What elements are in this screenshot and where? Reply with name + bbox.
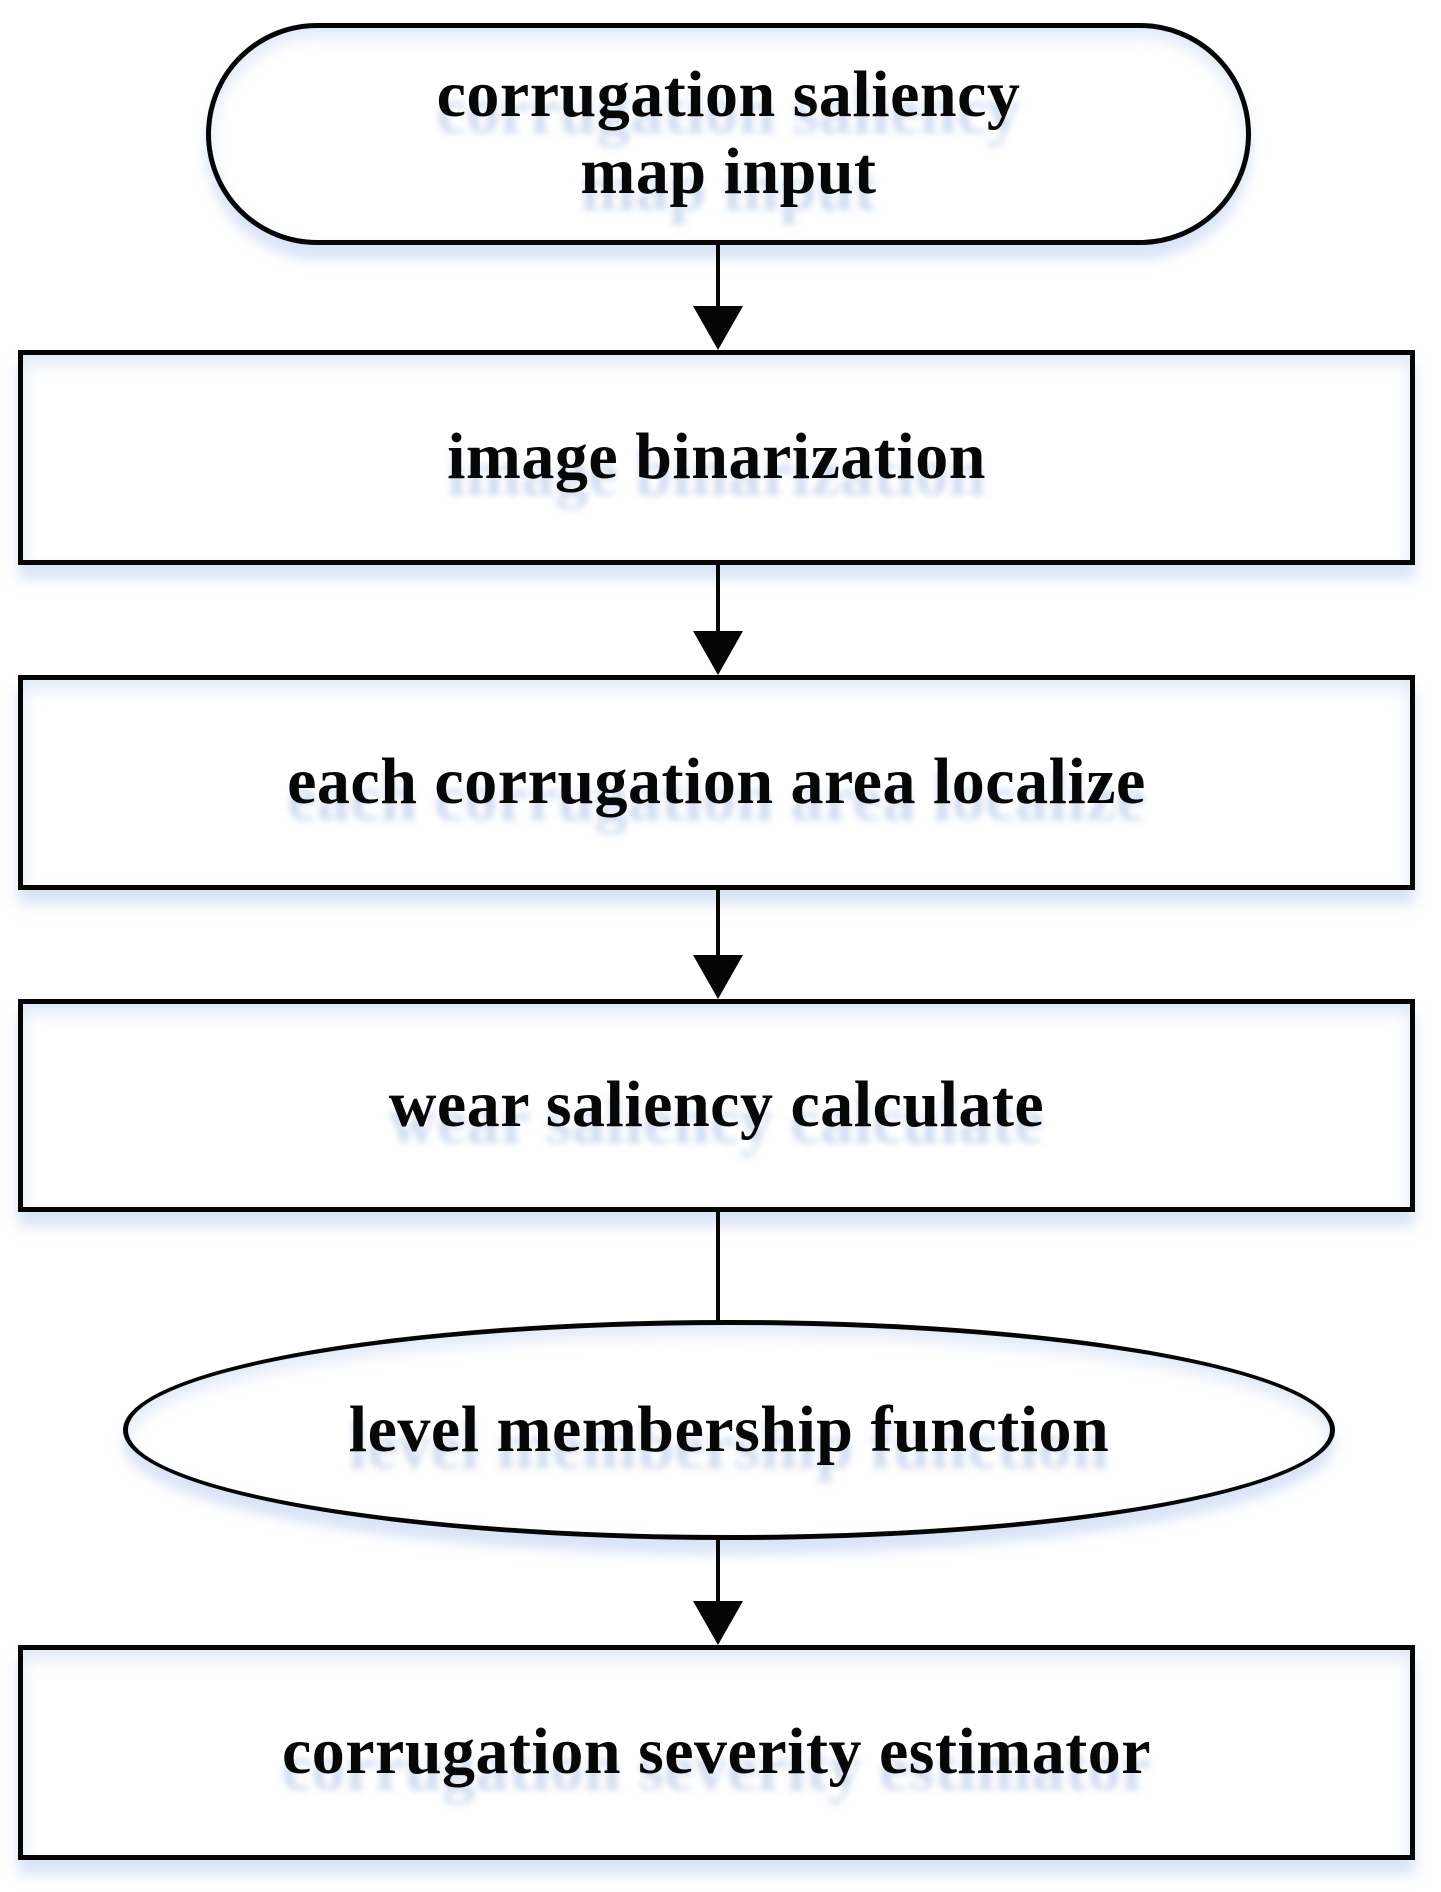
node-corrugation-saliency-map-input: corrugation saliency map input bbox=[206, 23, 1251, 245]
node-label: corrugation severity estimator bbox=[281, 1715, 1152, 1789]
node-label: level membership function bbox=[348, 1392, 1110, 1466]
connector-binarization-to-localize bbox=[692, 565, 744, 675]
node-label: image binarization bbox=[447, 420, 986, 494]
arrow-down-icon bbox=[693, 306, 743, 350]
connector-membership-to-estimator bbox=[692, 1540, 744, 1645]
arrow-down-icon bbox=[693, 631, 743, 675]
connector-localize-to-saliency bbox=[692, 890, 744, 999]
node-label: each corrugation area localize bbox=[287, 745, 1146, 819]
connector-line bbox=[716, 245, 720, 308]
node-each-corrugation-area-localize: each corrugation area localize bbox=[18, 675, 1415, 890]
connector-line bbox=[716, 1540, 720, 1603]
connector-line bbox=[716, 890, 720, 957]
node-level-membership-function: level membership function bbox=[123, 1320, 1335, 1540]
node-wear-saliency-calculate: wear saliency calculate bbox=[18, 999, 1415, 1212]
connector-input-to-binarization bbox=[692, 245, 744, 350]
connector-line bbox=[716, 1212, 720, 1324]
connector-line bbox=[716, 565, 720, 633]
node-label: corrugation saliency map input bbox=[436, 58, 1021, 208]
arrow-down-icon bbox=[693, 1601, 743, 1645]
node-corrugation-severity-estimator: corrugation severity estimator bbox=[18, 1645, 1415, 1860]
connector-saliency-to-membership bbox=[692, 1212, 744, 1324]
arrow-down-icon bbox=[693, 955, 743, 999]
node-image-binarization: image binarization bbox=[18, 350, 1415, 565]
node-label: wear saliency calculate bbox=[388, 1068, 1045, 1142]
